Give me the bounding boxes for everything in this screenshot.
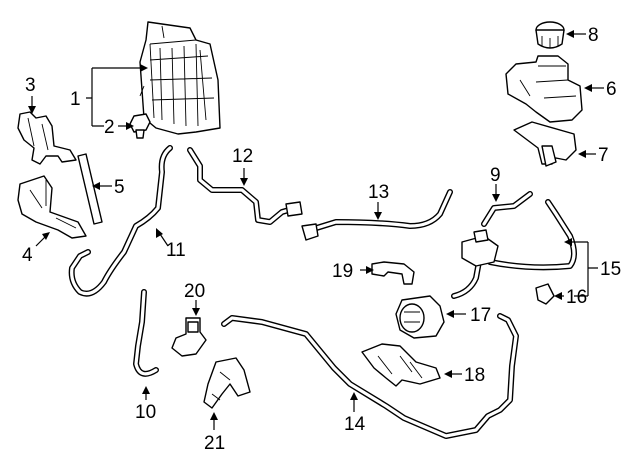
part-3-bracket xyxy=(17,111,77,165)
part-14-hose xyxy=(221,313,519,439)
part-5-seal-strip xyxy=(77,153,103,225)
callout-labels: 1 2 3 4 5 6 7 8 9 10 11 12 13 14 15 16 1… xyxy=(22,25,621,454)
callout-18: 18 xyxy=(464,365,485,386)
callout-1: 1 xyxy=(70,89,81,110)
part-21-bracket xyxy=(203,357,251,409)
part-18-bracket xyxy=(361,343,441,387)
callout-20: 20 xyxy=(184,281,205,302)
callout-3: 3 xyxy=(25,75,36,96)
part-4-bracket xyxy=(17,175,87,239)
callout-14: 14 xyxy=(344,414,366,435)
part-1-radiator xyxy=(139,21,221,135)
callout-2: 2 xyxy=(104,117,115,138)
callout-13: 13 xyxy=(368,182,389,203)
callout-19: 19 xyxy=(332,261,353,282)
callout-5: 5 xyxy=(114,177,125,198)
part-8-cap xyxy=(535,21,565,49)
part-7-bracket xyxy=(513,121,577,167)
leader-lines xyxy=(28,30,604,430)
part-11-hose xyxy=(68,145,173,297)
part-9-hose xyxy=(481,191,533,227)
callout-21: 21 xyxy=(204,433,225,454)
part-10-hose xyxy=(133,289,159,377)
part-12-hose xyxy=(187,147,303,225)
part-6-reservoir xyxy=(505,55,583,123)
part-20-valve xyxy=(171,317,207,357)
callout-8: 8 xyxy=(588,25,599,46)
part-15-hose xyxy=(451,199,577,299)
callout-7: 7 xyxy=(598,145,609,166)
callout-10: 10 xyxy=(135,402,156,423)
part-17-pump xyxy=(395,295,445,339)
callout-4: 4 xyxy=(22,245,33,266)
part-13-hose xyxy=(301,189,453,241)
callout-9: 9 xyxy=(490,165,501,186)
callout-11: 11 xyxy=(166,240,186,261)
callout-6: 6 xyxy=(606,79,617,100)
callout-16: 16 xyxy=(566,287,587,308)
callout-17: 17 xyxy=(470,305,491,326)
callout-12: 12 xyxy=(232,146,253,167)
callout-15: 15 xyxy=(600,259,621,280)
part-16-sensor xyxy=(535,283,555,305)
part-19-clamp xyxy=(371,261,415,285)
